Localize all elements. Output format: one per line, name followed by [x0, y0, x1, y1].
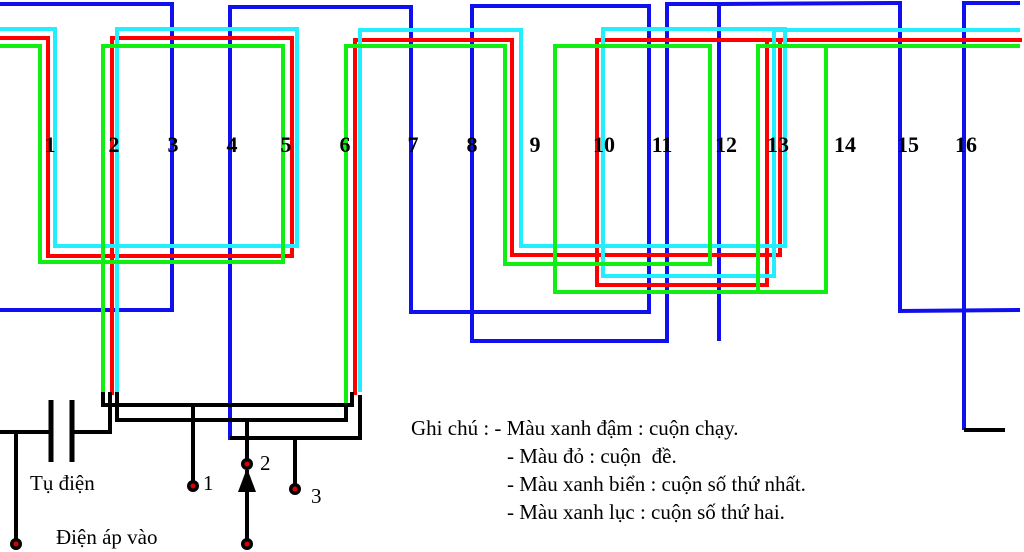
start-coil-2 [353, 38, 1022, 395]
legend-item-speed2: - Màu xanh lục : cuộn số thứ hai. [507, 500, 785, 524]
slot-number: 15 [897, 132, 919, 157]
legend-item-start: - Màu đỏ : cuộn đề. [507, 444, 677, 468]
slot-number: 3 [168, 132, 179, 157]
speed2-coil-1 [0, 44, 285, 392]
speed1-coil-1 [0, 27, 299, 392]
slot-number: 9 [530, 132, 541, 157]
terminals [10, 458, 301, 550]
capacitor-symbol [48, 400, 75, 462]
legend-row-run: Ghi chú : - Màu xanh đậm : cuộn chạy. [411, 414, 806, 442]
slot-number: 13 [767, 132, 789, 157]
run-coil-5 [962, 1, 1020, 430]
lead-cyan-bus [115, 392, 348, 422]
slot-number: 1 [45, 132, 56, 157]
terminal-3-core [292, 486, 298, 492]
terminal-3-label: 3 [311, 484, 322, 508]
legend-item-speed1: - Màu xanh biển : cuộn số thứ nhất. [507, 472, 806, 496]
legend: Ghi chú : - Màu xanh đậm : cuộn chạy. - … [411, 414, 806, 526]
legend-prefix: Ghi chú : [411, 416, 490, 440]
speed2-winding [0, 44, 1020, 405]
legend-item-run: - Màu xanh đậm : cuộn chạy. [494, 416, 739, 440]
slot-number: 4 [227, 132, 238, 157]
terminal-2-label: 2 [260, 451, 271, 475]
lead-wires [0, 392, 1005, 543]
terminal-1-label: 1 [203, 471, 214, 495]
input-terminal-right-core [244, 541, 250, 547]
run-coil-4 [718, 0, 1021, 314]
slot-number: 14 [834, 132, 856, 157]
lead-green-bus [101, 392, 354, 407]
slot-number: 7 [408, 132, 419, 157]
speed1-winding [0, 27, 1020, 392]
slot-number: 12 [715, 132, 737, 157]
start-winding [0, 36, 1022, 395]
slot-number: 11 [652, 132, 673, 157]
run-coil-1 [0, 2, 174, 312]
terminal-1-core [190, 483, 196, 489]
slot-number: 16 [955, 132, 977, 157]
start-coil-1 [0, 36, 294, 395]
slot-number: 5 [281, 132, 292, 157]
slot-number: 8 [467, 132, 478, 157]
start-coil-4 [597, 38, 840, 287]
input-terminal-left-core [13, 541, 19, 547]
speed2-coil-3 [555, 44, 1020, 294]
run-coil-2 [228, 2, 719, 440]
lead-run-bus [230, 395, 362, 440]
slot-number: 6 [340, 132, 351, 157]
speed2-coil-2 [344, 44, 1020, 405]
capacitor-label: Tụ điện [30, 471, 95, 495]
selector-arrow-icon [238, 468, 256, 492]
run-winding [0, 0, 1021, 440]
input-voltage-label: Điện áp vào [56, 525, 157, 549]
terminal-2-core [244, 461, 250, 467]
speed1-coil-2 [358, 27, 1020, 392]
slot-number: 2 [109, 132, 120, 157]
slot-number: 10 [593, 132, 615, 157]
